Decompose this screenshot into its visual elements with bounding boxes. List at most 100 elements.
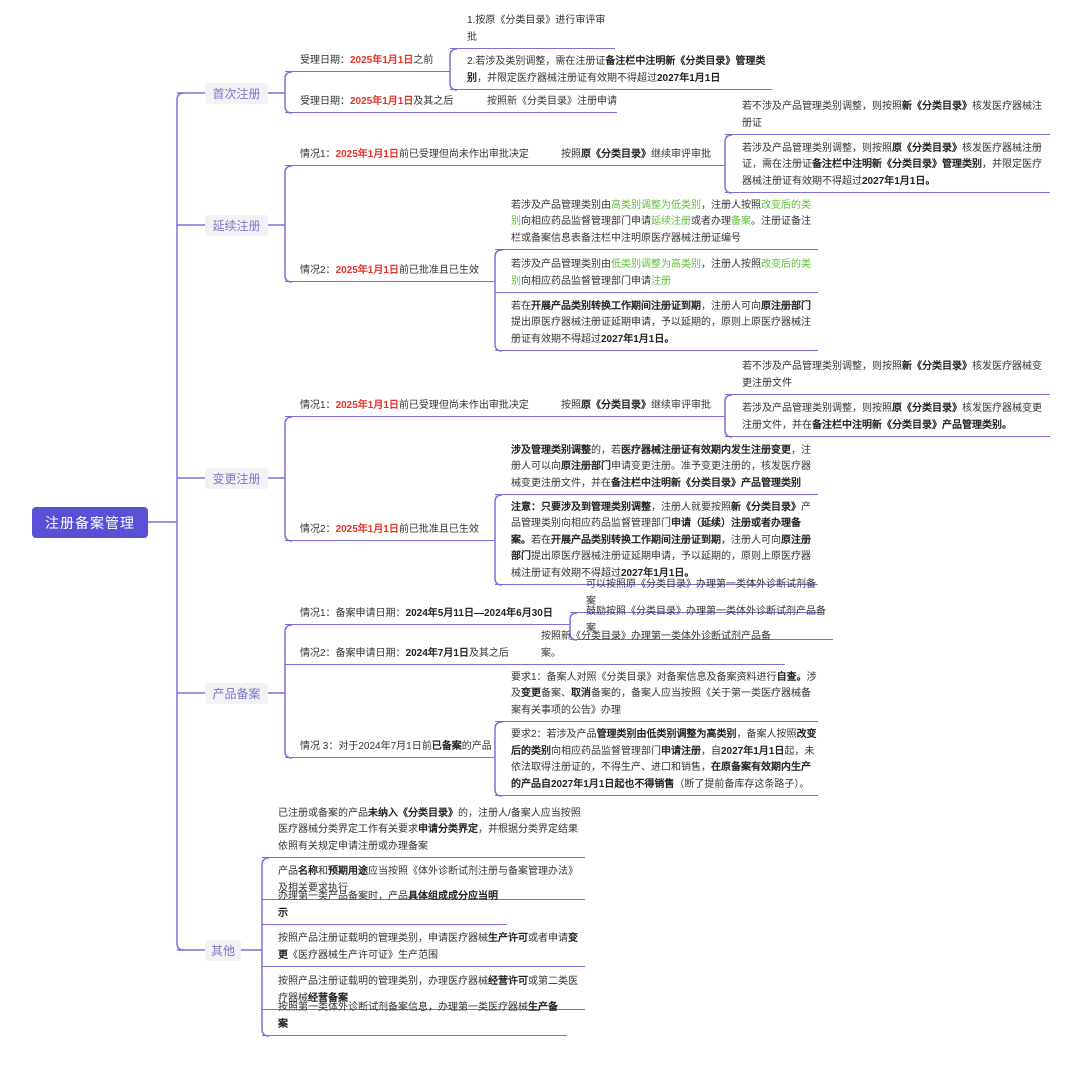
text-segment: ，并限定医疗器械注册证有效期不得超过 (477, 72, 657, 84)
node-filing-requirement2[interactable]: 要求2：若涉及产品管理类别由低类别调整为高类别，备案人按照改变后的类别向相应药品… (495, 727, 818, 796)
text-segment: 若不涉及产品管理类别调整，则按照 (742, 361, 902, 372)
trunk-bracket (176, 92, 185, 951)
text-segment: 情况 3：对于2024年7月1日前 (300, 740, 432, 752)
bold-text: 医疗器械注册证有效期内发生注册变更 (621, 444, 791, 456)
node-change-case2-adjust[interactable]: 涉及管理类别调整的，若医疗器械注册证有效期内发生注册变更，注册人可以向原注册部门… (495, 443, 818, 495)
node-other-classification[interactable]: 已注册或备案的产品未纳入《分类目录》的，注册人/备案人应当按照医疗器械分类界定工… (262, 806, 585, 858)
text-segment: 若在 (511, 300, 531, 312)
bold-text: 生产备案 (278, 1002, 558, 1030)
bold-text: 变更 (278, 933, 578, 961)
text-segment: 向相应药品监督管理部门申请 (521, 275, 651, 287)
text-segment: 鼓励按照《分类目录》办理第一类体外诊断试剂产品备案 (586, 606, 826, 634)
text-segment: 若在 (531, 534, 551, 546)
text-segment: 按照 (561, 148, 581, 160)
node-after-date[interactable]: 受理日期：2025年1月1日及其之后 (285, 94, 472, 113)
node-change-case2[interactable]: 情况2：2025年1月1日前已批准且已生效 (285, 522, 495, 541)
node-original-catalog-review[interactable]: 1.按原《分类目录》进行审评审批 (450, 13, 615, 49)
bold-text: 备注栏中注明新《分类目录》产品管理类别。 (812, 419, 1012, 431)
text-segment: 情况2：备案申请日期： (300, 647, 406, 659)
text-segment: 备案的，备案人应当按照《关于第一类医疗器械备案有关事项的公告》办理 (511, 688, 811, 716)
node-filing-case1-encouraged[interactable]: 鼓励按照《分类目录》办理第一类体外诊断试剂产品备案 (570, 604, 833, 640)
branch-product-filing[interactable]: 产品备案 (205, 683, 268, 704)
text-segment: 继续审评审批 (651, 148, 711, 160)
text-segment: 之前 (413, 54, 434, 66)
bold-text: 新《分类目录》 (731, 501, 801, 513)
node-other-production-filing[interactable]: 按照第一类体外诊断试剂备案信息，办理第一类医疗器械生产备案 (262, 1000, 567, 1036)
text-segment: 核发医疗器械注册证 (742, 101, 1042, 129)
text-segment: 若涉及产品管理类别由 (511, 259, 611, 270)
node-change-case2-note[interactable]: 注意：只要涉及到管理类别调整，注册人就要按照新《分类目录》产品管理类别向相应药品… (495, 500, 818, 585)
text-segment: 要求2：若涉及产品 (511, 729, 597, 740)
bold-text: 2027年1月1日。 (862, 175, 936, 187)
root-node[interactable]: 注册备案管理 (32, 507, 148, 538)
bold-text: 自查。 (776, 671, 807, 683)
text-segment: （断了提前备库存这条路子）。 (674, 778, 810, 790)
bold-text: 具体组成成分应当明示 (278, 891, 498, 919)
node-renewal-expiry[interactable]: 若在开展产品类别转换工作期间注册证到期，注册人可向原注册部门提出原医疗器械注册证… (495, 299, 818, 351)
text-segment: 起，未依法取得注册证的，不得生产、进口和销售， (511, 745, 815, 774)
node-renewal-case2[interactable]: 情况2：2025年1月1日前已批准且已生效 (285, 263, 495, 282)
node-change-case1[interactable]: 情况1：2025年1月1日前已受理但尚未作出审批决定 (285, 398, 545, 417)
text-segment: ，注册人就要按照 (651, 501, 731, 513)
node-other-business-license[interactable]: 按照产品注册证载明的管理类别，办理医疗器械经营许可或第二类医疗器械经营备案 (262, 974, 585, 1010)
text-segment: ，注册人按照 (701, 259, 761, 270)
text-segment: ，备案人按照 (736, 729, 797, 740)
bold-text: 申请注册 (661, 745, 701, 757)
node-category-adjust-note[interactable]: 2.若涉及类别调整，需在注册证备注栏中注明新《分类目录》管理类别，并限定医疗器械… (450, 54, 772, 90)
text-segment: 1.按原《分类目录》进行审评审批 (467, 15, 606, 43)
text-segment: 产品 (278, 866, 298, 877)
branch-renewal-registration[interactable]: 延续注册 (205, 215, 268, 236)
text-segment: 备案、 (541, 688, 571, 699)
green-highlight: 改变后的类别 (511, 259, 811, 287)
node-change-case1-review[interactable]: 按照原《分类目录》继续审评审批 (545, 398, 725, 417)
node-filing-case3[interactable]: 情况 3：对于2024年7月1日前已备案的产品 (285, 739, 495, 758)
node-new-catalog-apply[interactable]: 按照新《分类目录》注册申请 (472, 94, 617, 113)
bold-text: 原注册部门 (511, 534, 811, 563)
branch-first-registration[interactable]: 首次注册 (205, 83, 268, 104)
branch-other[interactable]: 其他 (205, 940, 241, 961)
green-highlight: 低类别调整为高类别 (611, 259, 701, 270)
text-segment: 受理日期： (300, 95, 350, 107)
text-segment: ，注册人可向 (701, 300, 761, 312)
text-segment: 或者办理 (691, 216, 731, 227)
node-renewal-case1[interactable]: 情况1：2025年1月1日前已受理但尚未作出审批决定 (285, 147, 545, 166)
bold-text: 原《分类目录》 (581, 148, 651, 160)
node-filing-requirement1[interactable]: 要求1：备案人对照《分类目录》对备案信息及备案资料进行自查。涉及变更备案、取消备… (495, 670, 818, 722)
text-segment: 情况1： (300, 399, 336, 411)
bold-text: 新《分类目录》 (902, 101, 972, 112)
node-renewal-case1-review[interactable]: 按照原《分类目录》继续审评审批 (545, 147, 725, 166)
date-highlight: 2025年1月1日 (335, 264, 399, 276)
text-segment: 按照 (561, 399, 581, 411)
text-segment: 核发医疗器械变更注册文件 (742, 361, 1042, 389)
green-highlight: 改变后的类别 (511, 199, 811, 228)
bold-text: 生产许可 (488, 933, 528, 944)
text-segment: 若涉及产品管理类别由 (511, 199, 611, 211)
node-renewal-high-to-low[interactable]: 若涉及产品管理类别由高类别调整为低类别，注册人按照改变后的类别向相应药品监督管理… (495, 198, 818, 250)
text-segment: 按照新《分类目录》注册申请 (487, 95, 617, 107)
node-filing-case1[interactable]: 情况1：备案申请日期：2024年5月11日—2024年6月30日 (285, 606, 570, 625)
bold-text: 名称 (298, 866, 318, 877)
node-other-composition[interactable]: 办理第一类产品备案时，产品具体组成成分应当明示 (262, 889, 507, 925)
bold-text: 开展产品类别转换工作期间注册证到期 (551, 534, 721, 546)
bold-text: 变更 (521, 688, 541, 699)
node-before-date[interactable]: 受理日期：2025年1月1日之前 (285, 53, 450, 72)
node-renewal-case1-no-adjust[interactable]: 若不涉及产品管理类别调整，则按照新《分类目录》核发医疗器械注册证 (725, 99, 1050, 135)
text-segment: 向相应药品监督管理部门申请 (521, 216, 651, 227)
text-segment: ，并根据分类界定结果依照有关规定申请注册或办理备案 (278, 824, 578, 852)
node-change-case1-adjust[interactable]: 若涉及产品管理类别调整，则按照原《分类目录》核发医疗器械变更注册文件，并在备注栏… (725, 401, 1050, 437)
text-segment: 核发医疗器械变更注册文件，并在 (742, 403, 1042, 431)
text-segment: 向相应药品监督管理部门 (551, 745, 661, 757)
node-filing-case1-original[interactable]: 可以按照原《分类目录》办理第一类体外诊断试剂备案 (570, 577, 820, 613)
text-segment: 提出原医疗器械注册证延期申请，予以延期的，原则上原医疗器械注册证有效期不得超过 (511, 317, 811, 345)
node-renewal-case1-adjust[interactable]: 若涉及产品管理类别调整，则按照原《分类目录》核发医疗器械注册证，需在注册证备注栏… (725, 141, 1050, 193)
branch-change-registration[interactable]: 变更注册 (205, 468, 268, 489)
node-other-name-usage[interactable]: 产品名称和预期用途应当按照《体外诊断试剂注册与备案管理办法》及相关要求执行 (262, 864, 585, 900)
node-filing-case2[interactable]: 情况2：备案申请日期：2024年7月1日及其之后 (285, 646, 525, 665)
node-other-production-license[interactable]: 按照产品注册证载明的管理类别，申请医疗器械生产许可或者申请变更《医疗器械生产许可… (262, 931, 585, 967)
text-segment: ，注册人可以向 (511, 444, 811, 473)
date-highlight: 2025年1月1日 (350, 54, 414, 66)
node-filing-case2-new[interactable]: 按照新《分类目录》办理第一类体外诊断试剂产品备案。 (525, 629, 785, 665)
node-renewal-low-to-high[interactable]: 若涉及产品管理类别由低类别调整为高类别，注册人按照改变后的类别向相应药品监督管理… (495, 257, 818, 293)
bold-text: 备注栏中注明新《分类目录》产品管理类别 (611, 477, 801, 489)
node-change-case1-no-adjust[interactable]: 若不涉及产品管理类别调整，则按照新《分类目录》核发医疗器械变更注册文件 (725, 359, 1050, 395)
